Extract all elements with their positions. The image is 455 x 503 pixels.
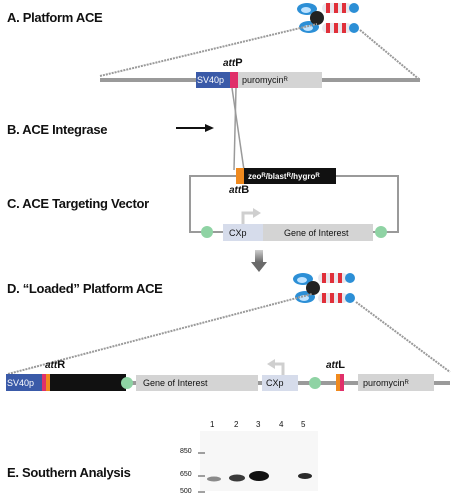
lox-circle-d1 (121, 377, 133, 389)
attp-label: attP (223, 57, 243, 69)
sv40p-label-a: SV40p (197, 75, 225, 85)
promoter-arrow-d (267, 359, 285, 375)
selection-sup1: R (261, 173, 266, 179)
lox-circle-d2 (309, 377, 321, 389)
attb-site (236, 168, 244, 184)
attl-prefix: att (326, 360, 339, 371)
attr-site-orange (46, 374, 50, 391)
puromycin-box-a (238, 72, 322, 88)
attl-site-orange (336, 374, 340, 391)
selection-box-d (50, 374, 126, 391)
puromycin-sup-d: R (404, 379, 409, 386)
selection-sup2: R (286, 173, 291, 179)
cxp-box-d (262, 375, 298, 391)
sv40p-box-a (196, 72, 230, 88)
marker-500: 500 (180, 488, 192, 495)
attr-prefix: att (45, 360, 58, 371)
sv40p-label-d: SV40p (7, 377, 35, 388)
cxp-label-c: CXp (229, 227, 247, 238)
zoom-lines-bottom (7, 293, 451, 375)
goi-label-c: Gene of Interest (284, 227, 349, 238)
cxp-box-c (223, 224, 263, 241)
section-c-title: C. ACE Targeting Vector (7, 196, 149, 211)
selection-blast: /blast (265, 171, 287, 181)
lox-circle-c2 (375, 226, 387, 238)
goi-label-d: Gene of Interest (143, 378, 208, 388)
attp-suffix: P (235, 57, 243, 69)
lox-circle-c1 (201, 226, 213, 238)
attl-site-pink (340, 374, 344, 391)
selection-sup3: R (315, 173, 320, 179)
attl-label: attL (326, 359, 345, 371)
puromycin-sup-a: R (283, 77, 288, 83)
chromosome-icon-top (297, 3, 359, 33)
chromosome-icon-bottom (293, 273, 355, 303)
section-d-title: D. “Loaded” Platform ACE (7, 281, 163, 296)
puromycin-text-a: puromycin (242, 75, 284, 85)
southern-blot (198, 431, 318, 493)
lane-label-1: 1 (210, 420, 215, 429)
puromycin-text-d: puromycin (363, 377, 405, 388)
attb-suffix: B (241, 184, 250, 196)
section-a-title: A. Platform ACE (7, 10, 103, 25)
attr-site-pink (42, 374, 46, 391)
section-b-title: B. ACE Integrase (7, 122, 108, 137)
attr-label: attR (45, 359, 65, 371)
attr-suffix: R (57, 359, 66, 371)
goi-box-c (263, 224, 373, 241)
lane-label-4: 4 (279, 420, 284, 429)
marker-650: 650 (180, 471, 192, 478)
promoter-arrow-c (241, 208, 261, 224)
selection-zeo: zeo (248, 171, 262, 181)
lane-label-5: 5 (301, 420, 306, 429)
integrase-arrow (176, 124, 214, 132)
goi-box-d (136, 375, 258, 391)
attl-suffix: L (338, 359, 345, 371)
marker-850: 850 (180, 448, 192, 455)
lane-label-3: 3 (256, 420, 261, 429)
attb-label: attB (229, 184, 249, 196)
selection-hygro: /hygro (290, 171, 316, 181)
zoom-lines-top (99, 23, 421, 81)
selection-box (244, 168, 336, 184)
attb-prefix: att (229, 185, 242, 196)
crossover-lines (231, 87, 245, 171)
section-e-title: E. Southern Analysis (7, 465, 131, 480)
down-arrow (251, 250, 267, 272)
puromycin-box-d (358, 374, 434, 391)
sv40p-box-d (6, 374, 42, 391)
attp-site (230, 72, 238, 88)
cxp-label-d: CXp (266, 378, 284, 388)
attp-prefix: att (223, 58, 236, 69)
lane-label-2: 2 (234, 420, 239, 429)
